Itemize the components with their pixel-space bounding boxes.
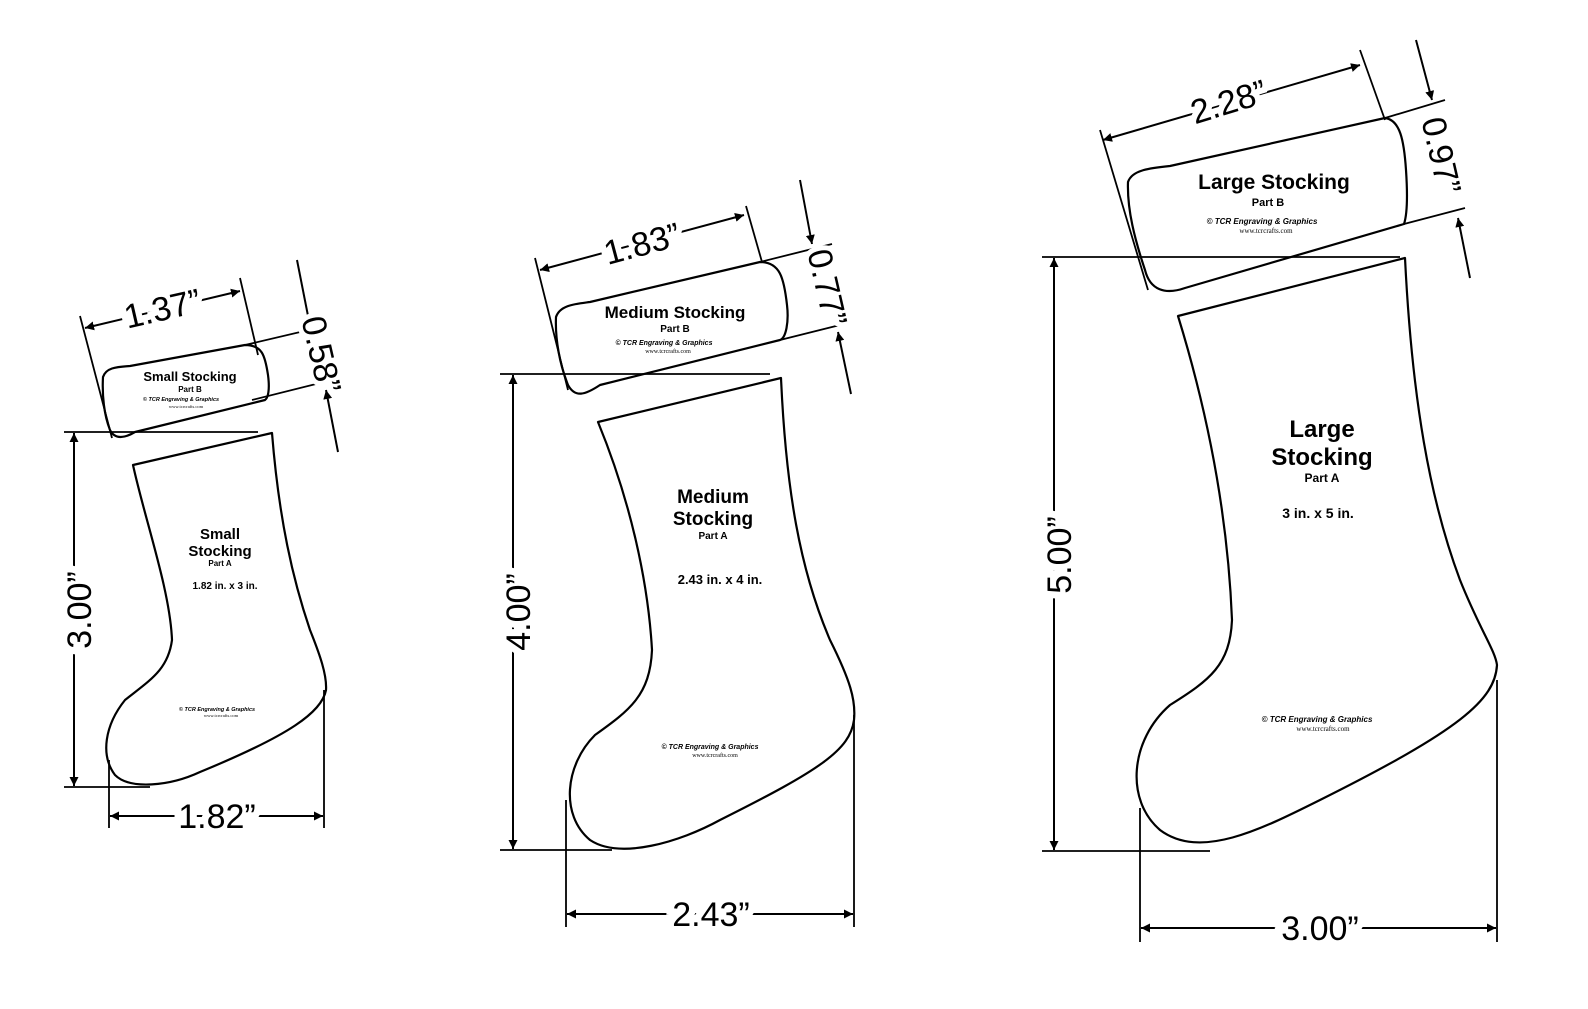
medium-stocking-group: Medium Stocking Part B © TCR Engraving &… — [493, 179, 859, 941]
small-part-b-brand: © TCR Engraving & Graphics — [143, 396, 219, 403]
small-dim-height: 3.00” — [61, 571, 99, 649]
large-stocking-part-a-outline — [1135, 256, 1499, 844]
small-stocking-part-a-outline — [105, 431, 328, 786]
medium-part-a-url: www.tcrcrafts.com — [692, 752, 738, 759]
large-dim-cuff-height: 0.97” — [1413, 113, 1467, 197]
small-part-b-title: Small Stocking — [143, 369, 236, 384]
large-part-a-size: 3 in. x 5 in. — [1282, 505, 1354, 521]
medium-dim-width: 2.43” — [672, 896, 750, 934]
medium-part-a-title-line2: Stocking — [673, 509, 753, 530]
large-dim-cuff-width: 2.28” — [1186, 73, 1271, 132]
small-dim-width: 1.82” — [178, 798, 256, 836]
small-part-b-url: www.tcrcrafts.com — [169, 404, 204, 409]
small-stocking-group: Small Stocking Part B © TCR Engraving & … — [54, 259, 353, 843]
medium-part-b-url: www.tcrcrafts.com — [645, 348, 691, 355]
small-part-a-label: Part A — [208, 559, 231, 568]
medium-part-a-size: 2.43 in. x 4 in. — [678, 572, 763, 587]
large-part-b-brand: © TCR Engraving & Graphics — [1207, 217, 1318, 226]
medium-part-b-label: Part B — [660, 324, 689, 335]
large-part-a-title-line1: Large — [1289, 416, 1354, 443]
large-stocking-group: Large Stocking Part B © TCR Engraving & … — [1034, 39, 1499, 955]
medium-part-a-label: Part A — [698, 531, 727, 542]
large-part-a-url: www.tcrcrafts.com — [1296, 725, 1350, 733]
medium-stocking-part-a-outline — [568, 376, 856, 850]
medium-dim-height: 4.00” — [500, 573, 538, 651]
large-part-b-label: Part B — [1252, 197, 1284, 209]
medium-dim-cuff-width: 1.83” — [600, 216, 685, 273]
small-part-a-brand: © TCR Engraving & Graphics — [179, 706, 255, 713]
medium-part-b-title: Medium Stocking — [605, 303, 746, 322]
medium-dim-cuff-height: 0.77” — [799, 245, 853, 329]
large-part-b-url: www.tcrcrafts.com — [1239, 227, 1293, 235]
small-part-b-label: Part B — [178, 385, 202, 394]
medium-part-a-brand: © TCR Engraving & Graphics — [662, 743, 759, 751]
large-dim-height: 5.00” — [1041, 516, 1079, 594]
large-part-a-label: Part A — [1305, 471, 1340, 485]
large-part-b-title: Large Stocking — [1198, 171, 1350, 194]
small-part-a-title-line2: Stocking — [188, 543, 251, 560]
large-dim-width: 3.00” — [1281, 910, 1359, 948]
small-part-a-url: www.tcrcrafts.com — [204, 713, 239, 718]
small-part-a-size: 1.82 in. x 3 in. — [192, 581, 257, 592]
small-part-a-title-line1: Small — [200, 526, 240, 543]
small-dim-cuff-width: 1.37” — [120, 282, 204, 336]
large-stocking-part-b-outline — [1126, 116, 1409, 293]
large-part-a-title-line2: Stocking — [1271, 444, 1372, 471]
medium-part-a-title-line1: Medium — [677, 487, 749, 508]
large-part-a-brand: © TCR Engraving & Graphics — [1262, 715, 1373, 724]
small-dim-cuff-height: 0.58” — [293, 312, 347, 396]
medium-part-b-brand: © TCR Engraving & Graphics — [616, 339, 713, 347]
